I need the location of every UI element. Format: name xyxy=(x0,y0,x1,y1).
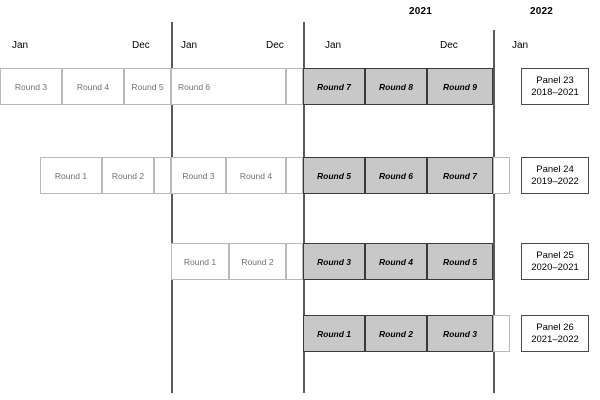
round-cell-spacer xyxy=(493,157,510,194)
year-divider-3 xyxy=(493,30,495,393)
panel-year-range: 2018–2021 xyxy=(531,86,579,98)
year-label: 2022 xyxy=(530,6,554,17)
round-cell: Round 2 xyxy=(229,243,286,280)
round-cell: Round 4 xyxy=(62,68,124,105)
round-cell: Round 4 xyxy=(365,243,427,280)
round-cell: Round 6 xyxy=(365,157,427,194)
round-cell: Round 7 xyxy=(303,68,365,105)
round-cell: Round 3 xyxy=(303,243,365,280)
panel-name: Panel 24 xyxy=(536,163,574,175)
round-cell: Round 1 xyxy=(40,157,102,194)
panel-year-range: 2019–2022 xyxy=(531,175,579,187)
round-cell: Round 4 xyxy=(226,157,286,194)
year-label: 2021 xyxy=(409,6,433,17)
month-tick-dec: Dec xyxy=(440,40,458,51)
round-cell: Round 6 xyxy=(171,68,286,105)
panel-name: Panel 26 xyxy=(536,321,574,333)
panel-year-range: 2020–2021 xyxy=(531,261,579,273)
month-tick-jan: Jan xyxy=(512,40,529,51)
year-divider-2 xyxy=(303,22,305,393)
round-cell: Round 8 xyxy=(365,68,427,105)
round-cell: Round 3 xyxy=(427,315,493,352)
round-cell: Round 5 xyxy=(124,68,171,105)
round-cell: Round 2 xyxy=(102,157,154,194)
round-cell: Round 9 xyxy=(427,68,493,105)
round-cell-spacer xyxy=(286,68,303,105)
year-divider-1 xyxy=(171,22,173,393)
round-cell: Round 5 xyxy=(303,157,365,194)
round-cell: Round 7 xyxy=(427,157,493,194)
month-tick-jan: Jan xyxy=(181,40,198,51)
month-tick-dec: Dec xyxy=(266,40,284,51)
round-cell-spacer xyxy=(286,157,303,194)
round-cell-spacer xyxy=(286,243,303,280)
round-cell: Round 1 xyxy=(303,315,365,352)
panel-year-range: 2021–2022 xyxy=(531,333,579,345)
round-cell: Round 2 xyxy=(365,315,427,352)
round-cell: Round 3 xyxy=(0,68,62,105)
round-cell-spacer xyxy=(154,157,171,194)
round-cell: Round 5 xyxy=(427,243,493,280)
round-cell: Round 3 xyxy=(171,157,226,194)
month-tick-jan: Jan xyxy=(12,40,29,51)
month-tick-jan: Jan xyxy=(325,40,342,51)
panel-name: Panel 23 xyxy=(536,74,574,86)
round-cell-spacer xyxy=(493,315,510,352)
panel-name: Panel 25 xyxy=(536,249,574,261)
month-tick-dec: Dec xyxy=(132,40,150,51)
round-cell: Round 1 xyxy=(171,243,229,280)
